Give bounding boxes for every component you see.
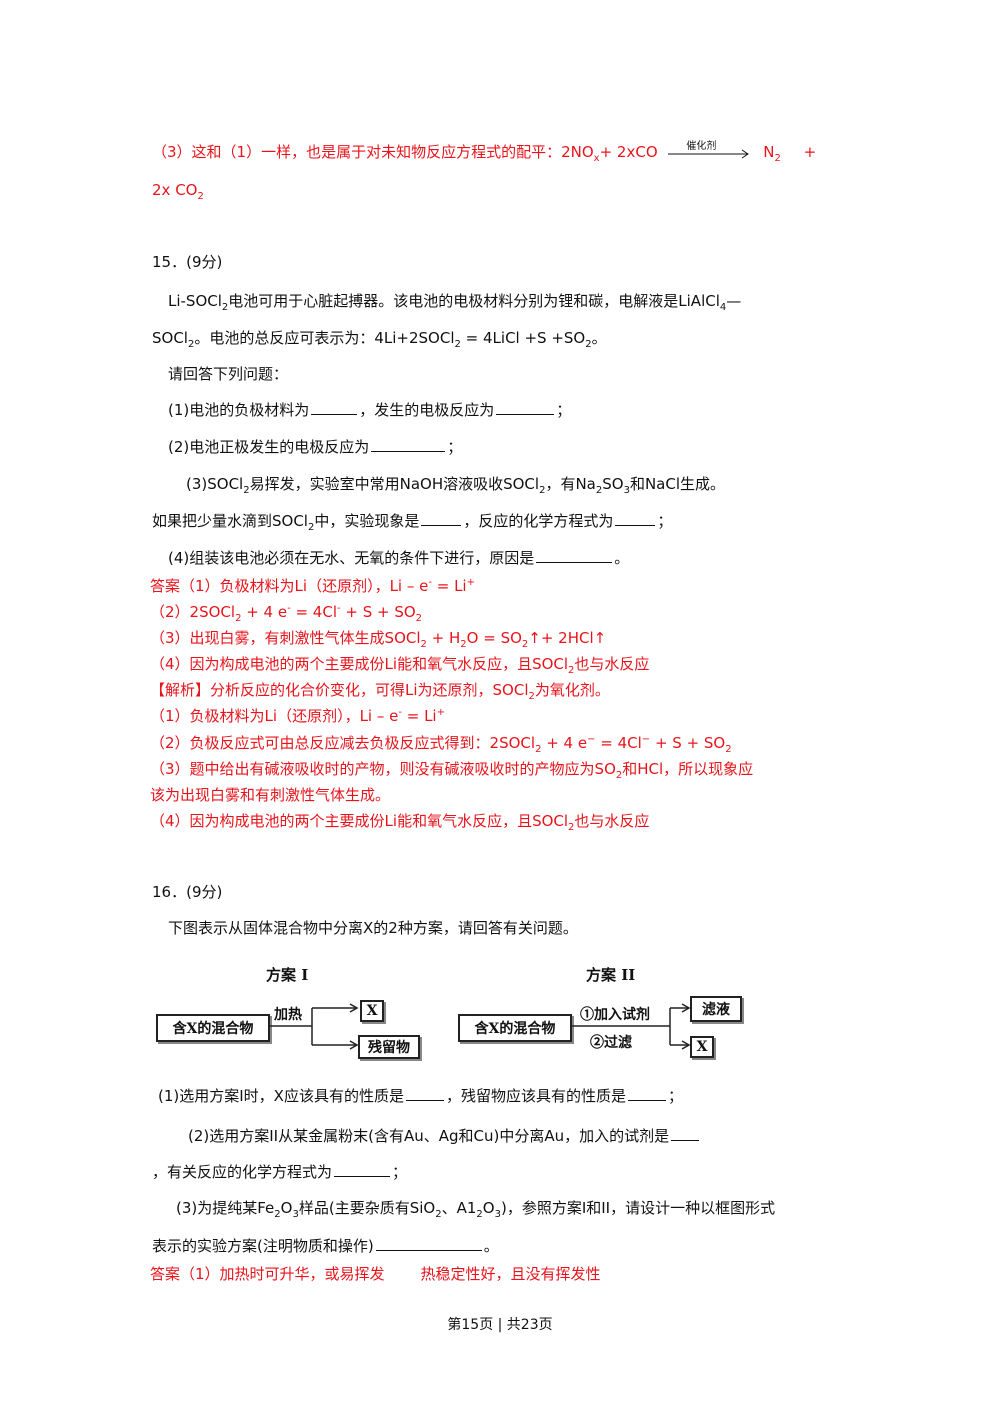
q16-question-3-line2: 表示的实验方案(注明物质和操作)。 [152,1236,499,1255]
answer-blank[interactable] [421,511,462,526]
scheme2-step2-label: ②过滤 [590,1035,632,1051]
q16-answer-1: 答案（1）加热时可升华，或易挥发热稳定性好，且没有挥发性 [150,1265,601,1283]
scheme2-mixture-box: 含X的混合物 [458,1014,572,1042]
answer-blank[interactable] [627,1086,666,1101]
q15-question-3: (3)SOCl2易挥发，实验室中常用NaOH溶液吸收SOCl2，有Na2SO3和… [186,475,726,496]
q15-answer-2: （2）2SOCl2 + 4 e- = 4Cl- + S + SO2 [150,603,423,624]
scheme1-title: 方案 I [266,966,309,984]
q15-answer-1: 答案（1）负极材料为Li（还原剂），Li – e- = Li+ [150,577,475,595]
scheme1-residue-box: 残留物 [358,1035,420,1059]
answer-blank[interactable] [371,437,446,452]
q15-intro-line2: SOCl2。电池的总反应可表示为：4Li+2SOCl2 = 4LiCl +S +… [152,329,607,350]
answer-blank[interactable] [405,1086,444,1101]
q16-question-3: (3)为提纯某Fe2O3样品(主要杂质有SiO2、A12O3)，参照方案I和II… [176,1199,776,1220]
q15-analysis-intro: 【解析】分析反应的化合价变化，可得Li为还原剂，SOCl2为氧化剂。 [150,681,610,702]
q15-answer-4: （4）因为构成电池的两个主要成份Li能和氧气水反应，且SOCl2也与水反应 [150,655,650,676]
scheme2-arrows [570,1003,691,1050]
scheme1-mixture-box: 含X的混合物 [156,1014,270,1042]
arrow-icon [668,149,750,158]
q14-answer-line1: （3）这和（1）一样，也是属于对未知物反应方程式的配平：2NOx+ 2xCO 催… [152,141,816,164]
q15-question-2: (2)电池正极发生的电极反应为； [168,437,463,456]
q15-question-3-line2: 如果把少量水滴到SOCl2中，实验现象是，反应的化学方程式为； [152,511,673,533]
q16-intro: 下图表示从固体混合物中分离X的2种方案，请回答有关问题。 [168,919,578,937]
q15-question-1: (1)电池的负极材料为，发生的电极反应为； [168,400,572,419]
answer-blank[interactable] [536,548,613,563]
q16-question-1: (1)选用方案I时，X应该具有的性质是，残留物应该具有的性质是； [158,1086,683,1105]
answer-blank[interactable] [496,400,555,415]
q15-analysis-3-line2: 该为出现白雾和有刺激性气体生成。 [150,786,391,804]
scheme2-filtrate-box: 滤液 [690,996,742,1022]
q16-heading: 16．(9分) [152,883,223,901]
q14-answer-line2: 2x CO2 [152,181,204,202]
page-footer: 第15页 | 共23页 [447,1317,553,1333]
answer-blank[interactable] [311,400,358,415]
reaction-arrow: 催化剂 [668,141,752,163]
q15-heading: 15．(9分) [152,253,223,271]
q16-question-2-line2: ，有关反应的化学方程式为； [152,1162,408,1181]
scheme2-step1-label: ①加入试剂 [580,1007,650,1023]
answer-blank[interactable] [671,1126,700,1141]
q15-analysis-2: （2）负极反应式可由总反应减去负极反应式得到：2SOCl2 + 4 e− = 4… [150,734,732,755]
answer-blank[interactable] [375,1236,482,1251]
scheme2-x-box: X [690,1036,714,1058]
scheme1-heat-label: 加热 [274,1007,302,1023]
scheme2-title: 方案 II [586,966,636,984]
scheme1-x-box: X [360,1000,384,1022]
q15-analysis-1: （1）负极材料为Li（还原剂），Li – e- = Li+ [150,707,445,725]
scheme1-arrows [268,1003,359,1050]
q15-analysis-3: （3）题中给出有碱液吸收时的产物，则没有碱液吸收时的产物应为SO2和HCl，所以… [150,760,754,781]
answer-blank[interactable] [334,1162,391,1177]
q15-question-4: (4)组装该电池必须在无水、无氧的条件下进行，原因是。 [168,548,630,567]
q15-analysis-4: （4）因为构成电池的两个主要成份Li能和氧气水反应，且SOCl2也与水反应 [150,812,650,833]
q15-answer-3: （3）出现白雾，有刺激性气体生成SOCl2 + H2O = SO2↑+ 2HCl… [150,629,607,650]
catalyst-label: 催化剂 [686,140,717,152]
answer-blank[interactable] [615,511,656,526]
q16-question-2: (2)选用方案II从某金属粉末(含有Au、Ag和Cu)中分离Au，加入的试剂是 [188,1126,701,1146]
q15-intro-line1: Li-SOCl2电池可用于心脏起搏器。该电池的电极材料分别为锂和碳，电解液是Li… [168,292,742,313]
q15-prompt: 请回答下列问题： [168,365,289,383]
